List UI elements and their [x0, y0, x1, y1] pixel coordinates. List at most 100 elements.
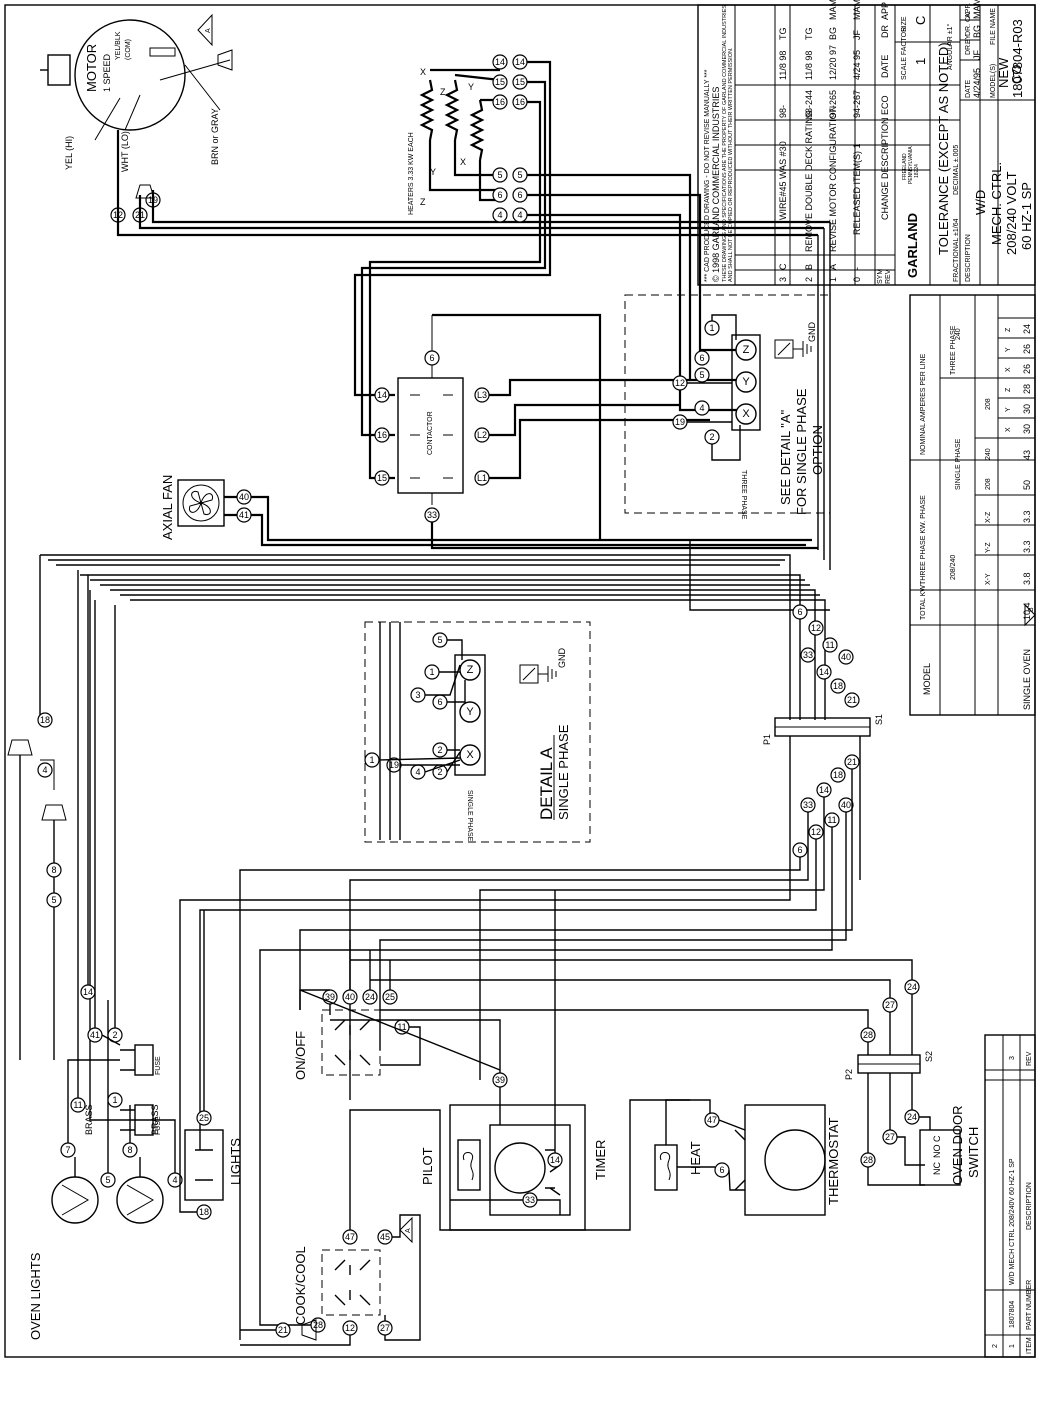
fuse-bubble-1: 1	[112, 1095, 117, 1105]
timer-bubble-14: 14	[550, 1155, 560, 1165]
pilot-label: PILOT	[420, 1147, 435, 1185]
fuses: FUSE FUSE	[120, 1044, 162, 1136]
v240-3p: 240	[955, 328, 962, 340]
v240-sp: 240	[985, 448, 992, 460]
door-bubble-24b: 24	[907, 1112, 917, 1122]
heat-thermostat: HEAT THERMOSTAT	[654, 1104, 841, 1216]
three-phase-header: THREE PHASE	[950, 325, 957, 375]
contactor-bubble-l3: L3	[477, 390, 487, 400]
s1-label: S1	[874, 714, 884, 725]
dr-value: JF	[972, 50, 982, 61]
location-2: PENNSYLVANIA	[908, 146, 914, 184]
motor-brn-gray-label: BRN or GRAY	[210, 108, 220, 165]
timer-bubble-33: 33	[525, 1195, 535, 1205]
door-bubble-27a: 27	[885, 1000, 895, 1010]
fuse-bubble-41: 41	[90, 1030, 100, 1040]
rev-row-0-dr: JF	[852, 30, 862, 41]
ck-label: DR. CK.	[965, 10, 972, 36]
col-y2: Y	[1005, 347, 1012, 352]
parts-row1-rev: 3	[1009, 1056, 1016, 1060]
door-no: NO	[932, 1145, 942, 1159]
heater-x-mid: X	[460, 157, 466, 167]
col-three-phase-kw: THREE PHASE KW. PHASE	[920, 495, 927, 585]
p1-bot-21: 21	[847, 757, 857, 767]
rev-row-3-dr: TG	[778, 28, 788, 41]
col-model: MODEL	[922, 663, 932, 695]
heater-bubble-14a: 14	[495, 57, 505, 67]
parts-row1-part: 1807804	[1009, 1301, 1016, 1328]
detail-gnd: GND	[557, 648, 567, 669]
by-label: BY	[965, 34, 972, 44]
company-logo: GARLAND	[905, 213, 920, 278]
detail-terminal-y: Y	[466, 706, 474, 718]
detail-terminal-x: X	[466, 749, 474, 761]
row-sp-240: 43	[1022, 450, 1032, 460]
rev-b-triangle	[1024, 603, 1036, 627]
rev-row-0-rev: -	[852, 267, 862, 270]
three-phase-bubbles: 1 6 5 12 4 19 2	[672, 320, 720, 445]
detail-bubble-6: 6	[437, 697, 442, 707]
contactor-bubble-15: 15	[377, 473, 387, 483]
rev-row-0-eco: 94-267	[852, 90, 862, 118]
col-xz: X-Z	[985, 511, 992, 523]
row-model: SINGLE OVEN	[1022, 649, 1032, 710]
col-x2: X	[1005, 367, 1012, 372]
file-name-label: FILE NAME	[990, 8, 997, 45]
tp-bubble-19: 19	[675, 417, 685, 427]
door-bubble-27b: 27	[885, 1132, 895, 1142]
axial-fan-label: AXIAL FAN	[160, 475, 175, 540]
bus-lines	[40, 222, 831, 720]
heater-z-bot: Z	[420, 197, 426, 207]
description-line-2: MECH. CTRL.	[989, 162, 1004, 245]
row-xy: 3.8	[1022, 572, 1032, 585]
plug-bubble-21: 21	[278, 1325, 288, 1335]
col-z2: Z	[1005, 327, 1012, 332]
cook-cool-label: COOK/COOL	[293, 1246, 308, 1325]
rev-row-1-desc: REVISE MOTOR CONFIGURATION	[828, 106, 838, 252]
pilot-timer: PILOT TIMER	[420, 1104, 608, 1231]
scale-factor-label: SCALE FACTOR	[901, 27, 908, 80]
oven-door-switch[interactable]: NC NO C OVEN DOOR SWITCH	[919, 1106, 981, 1186]
row-yz: 3.3	[1022, 540, 1032, 553]
detail-bubble-3: 3	[415, 690, 420, 700]
heater-x-top: X	[420, 67, 426, 77]
rev-b-marker: B	[1028, 607, 1035, 612]
tp-bubble-5: 5	[699, 370, 704, 380]
plug-bottom	[301, 1319, 317, 1341]
col-xy: X-Y	[985, 573, 992, 585]
row-3p-208-x: 30	[1022, 424, 1032, 434]
oven-light-bubbles: 7 5 8 4	[60, 1142, 183, 1188]
heater-bubble-16b: 16	[515, 97, 525, 107]
copyright-line: © 1998 GARLAND COMMERCIAL INDUSTRIES	[711, 87, 721, 282]
motor-speed-label: 1 SPEED	[102, 53, 112, 92]
oven-door-label-1: OVEN DOOR	[950, 1106, 965, 1185]
s2-label: S2	[924, 1051, 934, 1062]
cook-cool-switch[interactable]: COOK/COOL A	[293, 1216, 413, 1325]
see-detail-label: SEE DETAIL "A"	[778, 409, 793, 505]
col-208-240: 208/240	[950, 555, 957, 580]
rev-row-3-desc: WIRE#45 WAS #30	[778, 141, 788, 220]
parts-part-header: PART NUMBER	[1026, 1280, 1033, 1330]
fractional-tol: FRACTIONAL ±1/64	[953, 218, 960, 282]
motor-wht-lo-label: WHT (LO)	[120, 131, 130, 172]
door-bubble-28a: 28	[863, 1030, 873, 1040]
contactor-bubble-14: 14	[377, 390, 387, 400]
plug-mid-left	[41, 804, 67, 821]
rev-row-3-rev: C	[778, 263, 788, 270]
axial-fan: AXIAL FAN	[160, 475, 225, 540]
p1-bot-18: 18	[833, 770, 843, 780]
heater-bubble-15a: 15	[495, 77, 505, 87]
parts-row1-item: 1	[1009, 1344, 1016, 1348]
fuse-bubble-2: 2	[112, 1030, 117, 1040]
parts-row1-desc: W/D MECH CTRL 208/240V 60 HZ-1 SP	[1009, 1158, 1016, 1285]
heater-z-top: Z	[440, 87, 446, 97]
feeder-bubble-5: 5	[51, 895, 56, 905]
motor-com-label: (COM)	[125, 39, 132, 60]
fuse-label-1: FUSE	[155, 1056, 162, 1075]
parts-rev-header: REV	[1026, 1051, 1033, 1066]
heater-bubble-4b: 4	[517, 210, 522, 220]
detail-a-subtitle: SINGLE PHASE	[556, 724, 571, 820]
connector-p1-top-bubbles: 6 33 12 11 14 40 18 21	[792, 604, 860, 708]
models-line-2: CO	[1009, 65, 1024, 85]
